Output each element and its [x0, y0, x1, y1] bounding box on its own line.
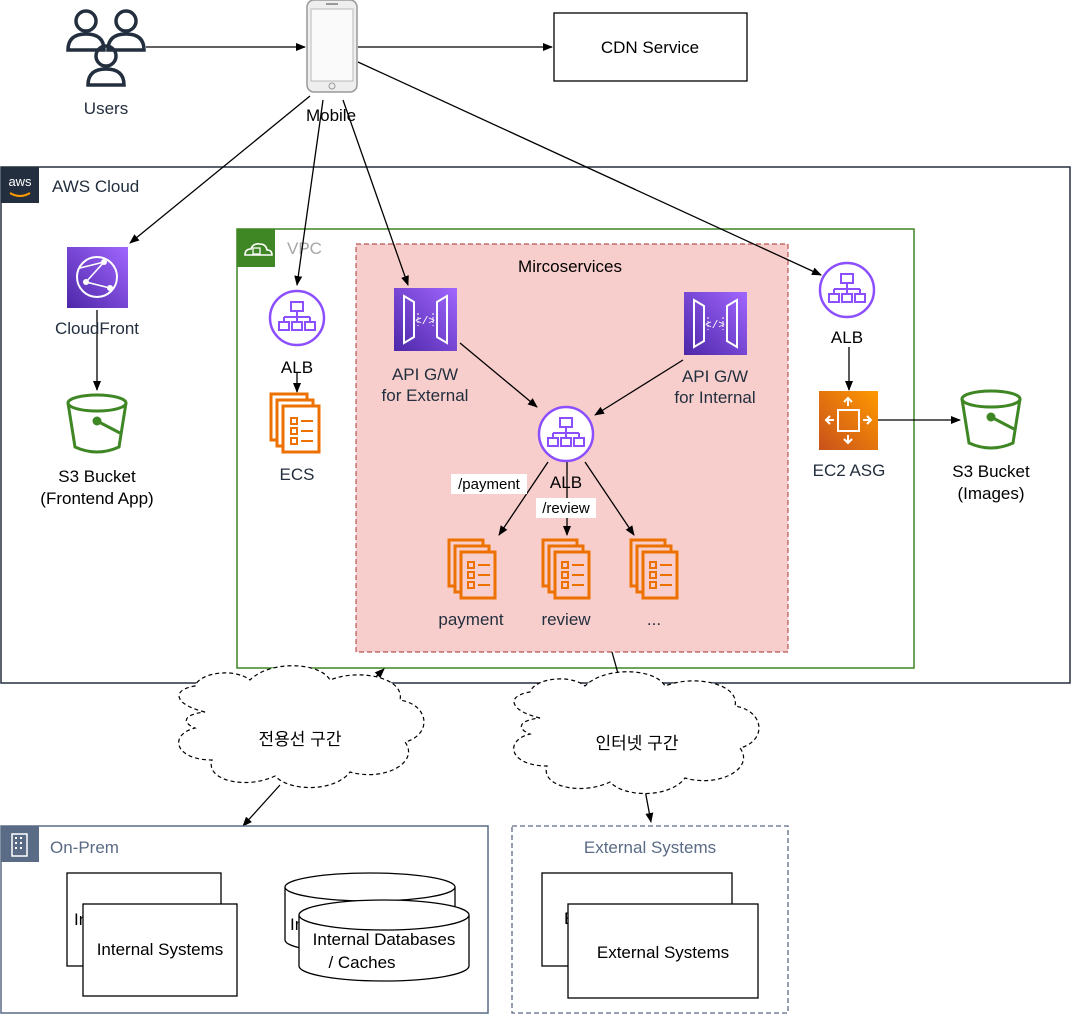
service-payment-label: payment: [438, 610, 503, 629]
alb-images-icon: [818, 261, 876, 319]
route-review-bg: [536, 498, 596, 518]
internet-label: 인터넷 구간: [596, 734, 679, 753]
aws-smile-icon: [9, 192, 31, 197]
mobile-phone-icon: [306, 0, 358, 93]
external-systems-box: [567, 903, 759, 999]
alb-images-label: ALB: [831, 328, 863, 347]
apigw-external-label-1: API G/W: [392, 365, 458, 384]
onprem-label: On-Prem: [50, 838, 119, 857]
internal-systems-label: Internal Systems: [97, 940, 224, 959]
route-review-label: /review: [542, 500, 590, 517]
apigw-internal-label-2: for Internal: [674, 388, 755, 407]
alb-internal-icon: [537, 405, 595, 463]
cdn-service-box: [553, 12, 748, 82]
route-payment-label: /payment: [458, 476, 521, 493]
cloudfront-icon: [67, 247, 128, 308]
apigw-internal-label-1: API G/W: [682, 367, 748, 386]
external-systems-label: External Systems: [597, 943, 729, 962]
users-label: Users: [84, 99, 128, 118]
dedicated-line-label: 전용선 구간: [259, 730, 342, 749]
service-payment-icon: [447, 538, 497, 600]
internet-cloud: [513, 671, 760, 795]
s3-bucket-images-icon: [960, 389, 1022, 450]
vpc-label: VPC: [287, 239, 322, 258]
external-systems-group-label: External Systems: [584, 838, 716, 857]
onprem-group: [0, 825, 489, 1014]
connectors: [93, 43, 961, 827]
internal-db-cylinder-icon: [298, 899, 470, 982]
alb-ecs-label: ALB: [281, 358, 313, 377]
vpc-cloud-lock-icon: [244, 243, 273, 256]
api-gateway-internal-icon: </>: [684, 292, 747, 355]
internal-db-label-2: / Caches: [328, 953, 395, 972]
corporate-datacenter-icon: [1, 826, 39, 862]
vpc-group: [236, 228, 915, 669]
users-icon: [66, 9, 146, 87]
microservices-label: Mircoservices: [518, 257, 622, 276]
service-more-label: ...: [647, 610, 661, 629]
internal-systems-box: [82, 903, 238, 997]
dedicated-line-cloud: [178, 665, 425, 789]
service-review-icon: [541, 538, 591, 600]
internal-db-label-1: Internal Databases: [313, 930, 456, 949]
api-gateway-external-icon: </>: [394, 288, 457, 351]
s3-frontend-label-2: (Frontend App): [40, 489, 153, 508]
s3-bucket-frontend-icon: [66, 393, 128, 454]
route-payment-bg: [451, 474, 527, 494]
apigw-external-label-2: for External: [382, 386, 469, 405]
aws-logo-text: aws: [8, 174, 32, 189]
mobile-label: Mobile: [306, 106, 356, 125]
service-review-label: review: [541, 610, 591, 629]
ec2-asg-label: EC2 ASG: [813, 461, 886, 480]
svg-text:</>: </>: [415, 316, 435, 328]
service-more-icon: [629, 538, 679, 600]
alb-ecs-icon: [268, 289, 326, 347]
alb-internal-label: ALB: [550, 473, 582, 492]
ecs-containers-icon: [269, 392, 321, 454]
svg-text:</>: </>: [705, 320, 725, 332]
cloudfront-label: CloudFront: [55, 319, 139, 338]
cdn-service-label: CDN Service: [601, 38, 699, 57]
s3-images-label-2: (Images): [957, 484, 1024, 503]
aws-cloud-group: [0, 166, 1071, 684]
aws-cloud-label: AWS Cloud: [52, 177, 139, 196]
external-systems-group: [511, 825, 789, 1014]
ec2-auto-scaling-icon: [819, 391, 878, 450]
s3-frontend-label-1: S3 Bucket: [58, 467, 136, 486]
s3-images-label-1: S3 Bucket: [952, 462, 1030, 481]
ecs-label: ECS: [280, 465, 315, 484]
